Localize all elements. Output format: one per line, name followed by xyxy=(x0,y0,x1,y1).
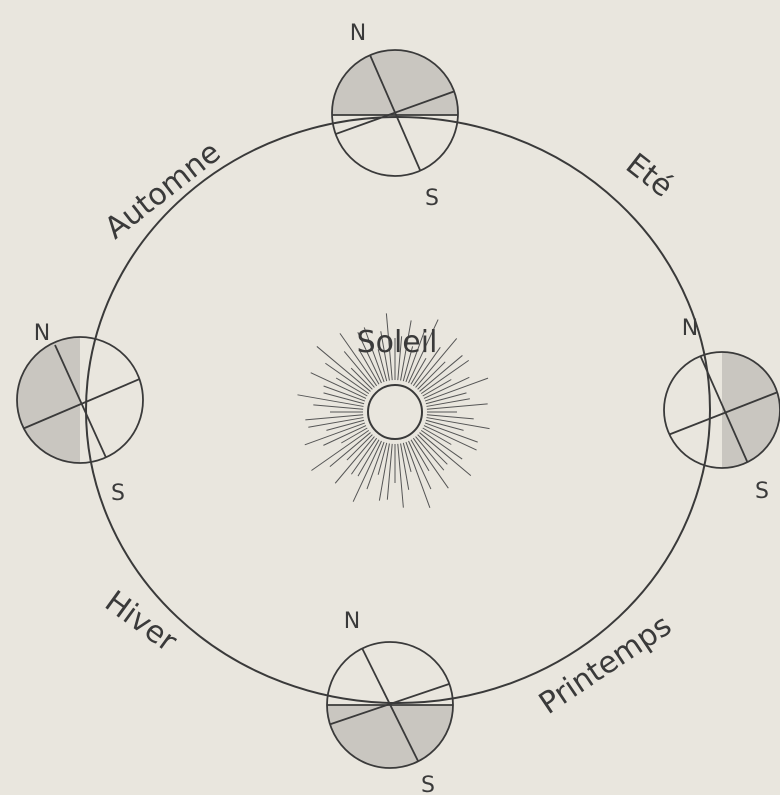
earth-top-north-label: N xyxy=(350,21,366,46)
sun-ray xyxy=(427,415,474,419)
season-label-autumn: Automne xyxy=(98,135,227,247)
sun-label: Soleil xyxy=(357,325,438,360)
sun-ray xyxy=(401,444,409,490)
earth-left xyxy=(15,335,143,465)
sun-ray xyxy=(409,441,431,489)
earth-top-south-label: S xyxy=(425,186,439,211)
earth-left-south-label: S xyxy=(111,481,125,506)
earth-right-south-label: S xyxy=(755,479,769,504)
earth-bottom xyxy=(325,642,465,775)
sun-ray xyxy=(311,430,368,470)
earth-bottom-south-label: S xyxy=(421,773,435,795)
sun-ray xyxy=(420,433,471,476)
sun-ray xyxy=(351,368,372,389)
season-label-summer: Eté xyxy=(619,147,679,205)
earth-right-north-label: N xyxy=(682,316,698,341)
season-label-spring: Printemps xyxy=(533,608,678,722)
sun-ray xyxy=(347,435,372,460)
sun-ray xyxy=(427,399,470,407)
sun-disk xyxy=(368,385,422,439)
earth-bottom-north-label: N xyxy=(344,609,360,634)
sun-ray xyxy=(425,423,478,442)
earth-top xyxy=(325,45,465,176)
earth-left-north-label: N xyxy=(34,321,50,346)
season-label-winter: Hiver xyxy=(98,584,183,659)
sun-ray xyxy=(335,437,374,484)
earth-right xyxy=(664,350,780,470)
